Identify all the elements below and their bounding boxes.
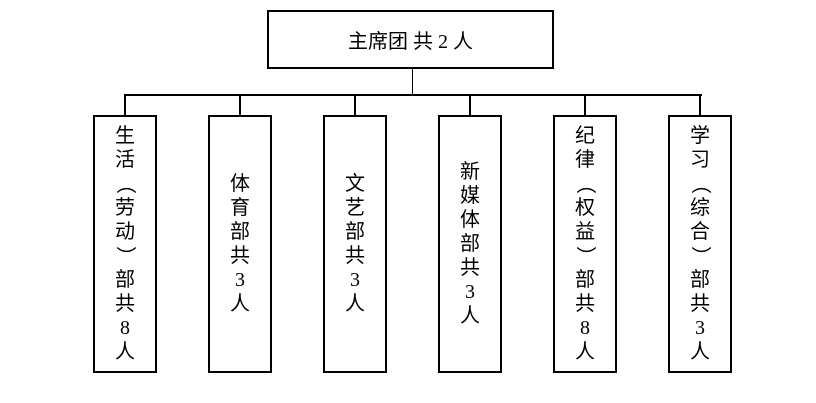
- connector-stub-line: [469, 94, 471, 116]
- connector-stub-line: [124, 94, 126, 116]
- root-box: 主席团 共 2 人: [267, 10, 554, 69]
- root-box-label: 主席团 共 2 人: [348, 31, 473, 53]
- connector-stub-line: [354, 94, 356, 116]
- connector-root-drop-line: [412, 69, 413, 96]
- connector-stub-line: [239, 94, 241, 116]
- connector-stub-line: [584, 94, 586, 116]
- connector-horizontal-line: [124, 94, 702, 96]
- connector-stub-line: [699, 94, 701, 116]
